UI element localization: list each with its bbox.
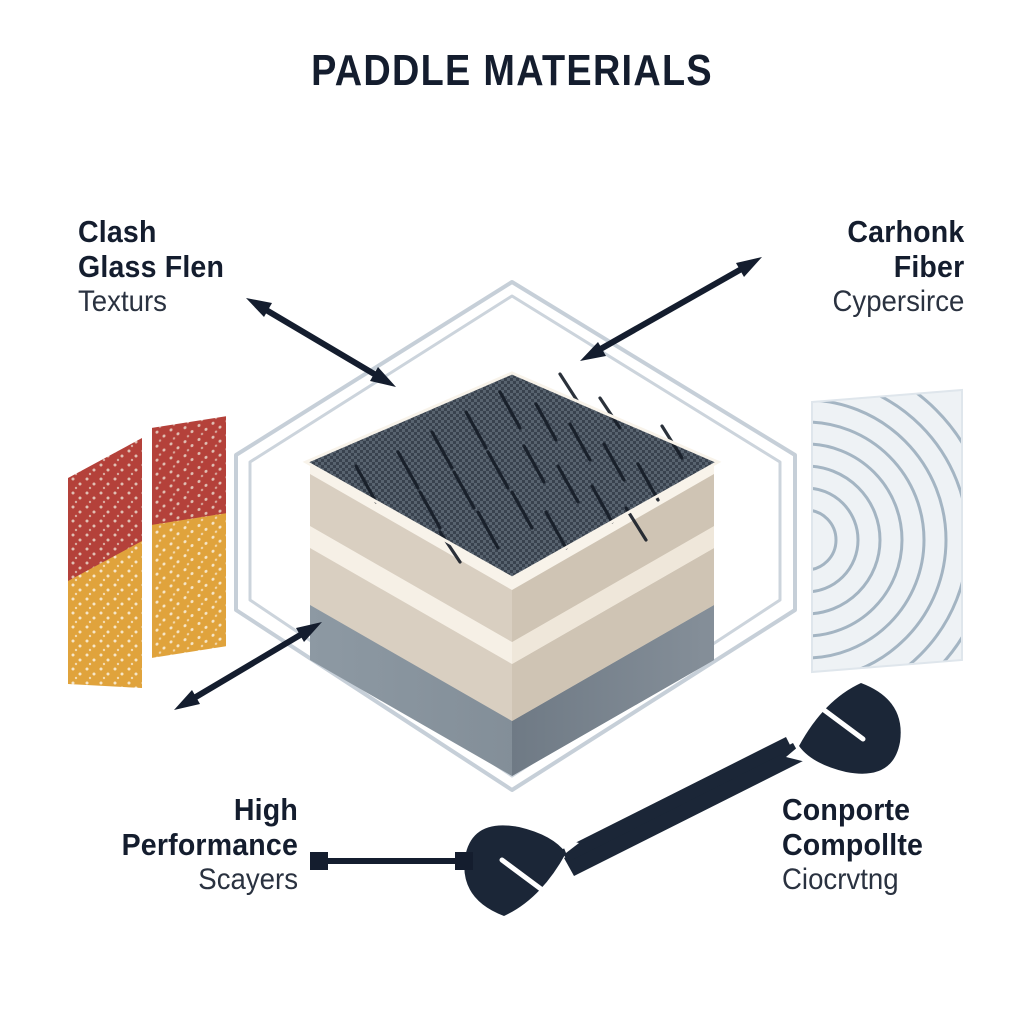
callout-label-high-performance: High Performance Scayers (106, 792, 298, 898)
callout-label-glass-fiber-line1: Clash (78, 214, 157, 249)
callout-label-high-performance-sub: Scayers (198, 863, 298, 896)
callout-label-carbon-fiber-line1: Carhonk (847, 214, 964, 249)
callout-label-carbon-fiber-sub: Cypersirce (832, 285, 964, 318)
callout-label-carbon-fiber-line2: Fiber (893, 249, 964, 284)
arrow-bottom-left (174, 622, 322, 710)
callout-label-composite-sub: Ciocrvtng (782, 863, 899, 896)
hexagon-guide-outline (234, 280, 797, 792)
callout-label-high-performance-line2: Performance (121, 827, 298, 862)
callout-label-composite-line2: Compollte (782, 827, 924, 862)
connector-bottom-left (310, 852, 473, 870)
callout-label-glass-fiber-line2: Glass Flen (78, 249, 225, 284)
callout-label-composite-line1: Conporte (782, 792, 911, 827)
page-title: PADDLE MATERIALS (311, 46, 713, 95)
arrow-top-right (580, 257, 762, 361)
fiber-weave-sheet (811, 388, 963, 674)
callout-label-high-performance-line1: High (233, 792, 298, 827)
double-blade-paddle (464, 683, 901, 916)
fiberglass-color-swatches (68, 416, 226, 688)
callout-label-glass-fiber: Clash Glass Flen Texturs (78, 214, 237, 320)
arrow-top-left (246, 298, 396, 387)
callout-label-glass-fiber-sub: Texturs (78, 285, 167, 318)
callout-arrows (174, 257, 762, 870)
callout-label-composite: Conporte Compollte Ciocrvtng (782, 792, 935, 898)
callout-label-carbon-fiber: Carhonk Fiber Cypersirce (821, 214, 964, 320)
isometric-layered-composite-block (302, 371, 722, 776)
